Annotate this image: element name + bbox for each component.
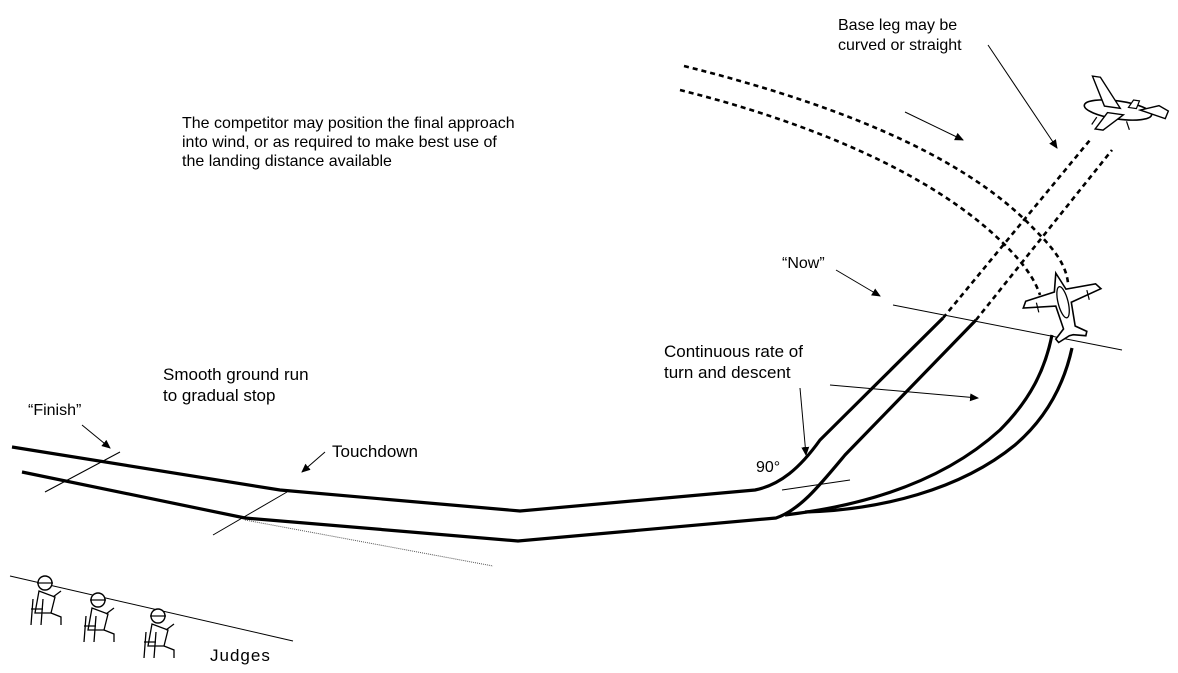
competitor-note: The competitor may position the final ap… (182, 115, 515, 170)
finish-label: “Finish” (28, 402, 82, 419)
touchdown-leader (301, 451, 326, 473)
base-leg-arrow-1 (987, 44, 1058, 149)
now-label: “Now” (782, 255, 825, 272)
curved-base-outer (784, 334, 1054, 517)
continuous-leader (829, 384, 979, 402)
now-line (892, 304, 1123, 351)
judges-label: Judges (210, 646, 271, 665)
curved-base-dotted-2 (679, 88, 1042, 296)
continuous-label: Continuous rate of turn and descent (664, 342, 803, 382)
aircraft-icon (1022, 270, 1103, 344)
base-leg-label: Base leg may be curved or straight (838, 17, 962, 54)
angle-90-label: 90° (756, 459, 781, 476)
curved-base-inner (804, 347, 1074, 514)
finish-leader (81, 424, 111, 449)
aircraft-icon (1083, 75, 1170, 131)
finish-line (44, 451, 121, 493)
runway-edge-upper (11, 316, 945, 513)
ninety-degree-line (781, 479, 851, 491)
curved-base-dotted-1 (683, 64, 1070, 284)
straight-base-dotted-2 (974, 149, 1114, 321)
runway-edge-lower (21, 318, 978, 543)
judge-icon (143, 608, 175, 659)
judge-icon (30, 575, 62, 626)
continuous-arrow-down (799, 387, 810, 456)
now-leader (835, 269, 881, 297)
base-leg-arrow-2 (904, 111, 964, 141)
judge-icon (83, 592, 115, 643)
ground-shadow (244, 519, 494, 567)
smooth-run-label: Smooth ground run to gradual stop (163, 365, 309, 405)
touchdown-label: Touchdown (332, 442, 419, 461)
straight-base-dotted-1 (941, 139, 1092, 319)
touchdown-line (212, 491, 288, 536)
judges-line (9, 575, 294, 642)
